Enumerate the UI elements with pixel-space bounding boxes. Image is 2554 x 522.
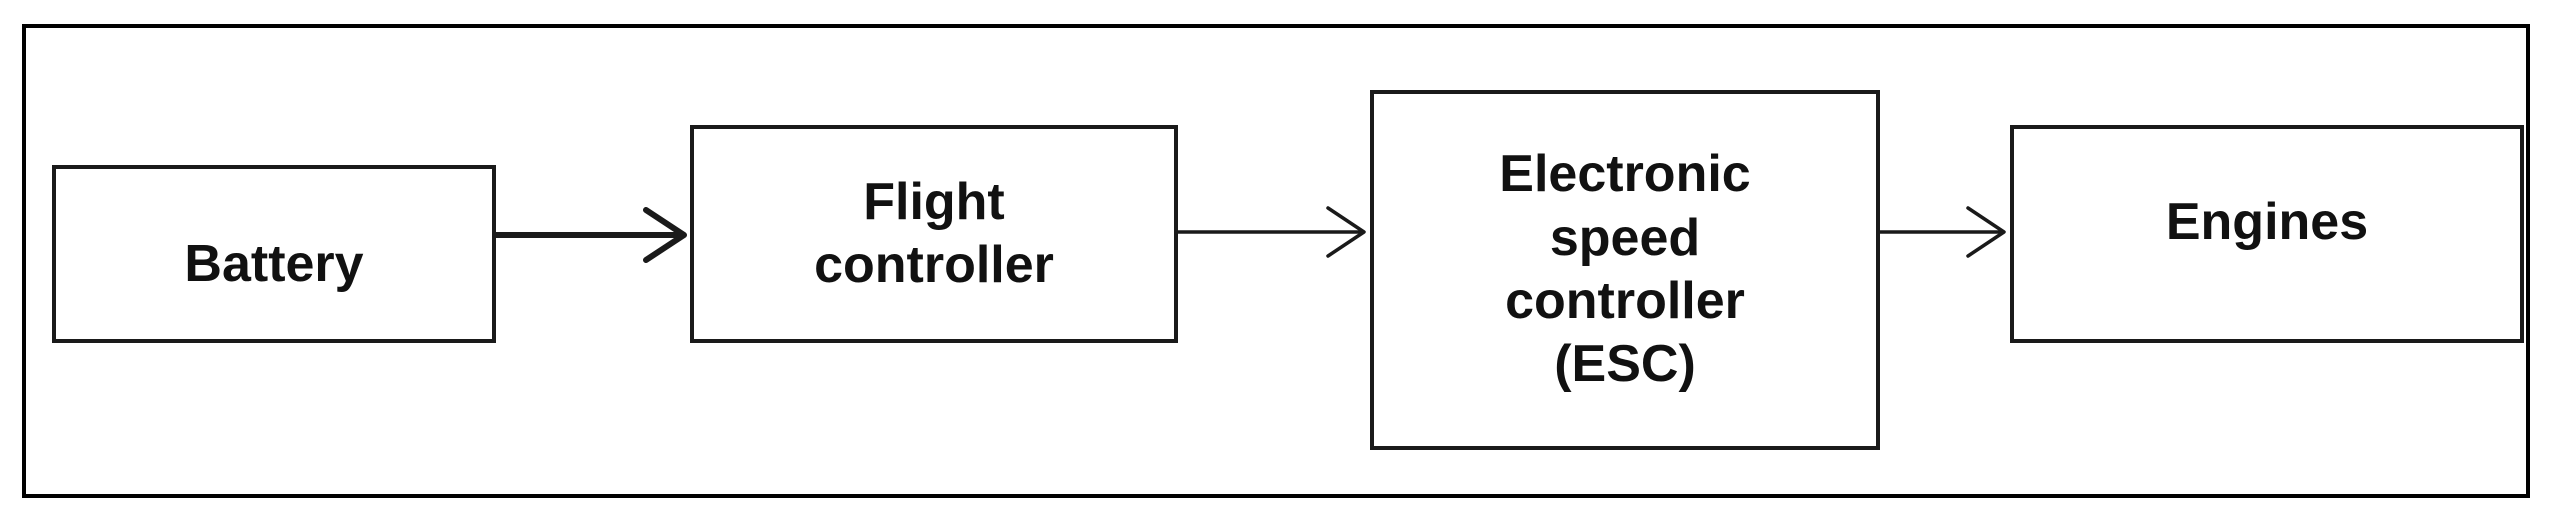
battery-label: Battery [184,235,364,294]
battery-node: Battery [52,165,496,343]
esc-label: Electronic speed controller (ESC) [1499,145,1751,394]
engines-label: Engines [2165,193,2369,252]
engines-node: Engines [2010,125,2524,343]
flight-controller-label: Flight controller [814,172,1054,294]
flight-controller-node: Flight controller [690,125,1178,343]
esc-node: Electronic speed controller (ESC) [1370,90,1880,450]
